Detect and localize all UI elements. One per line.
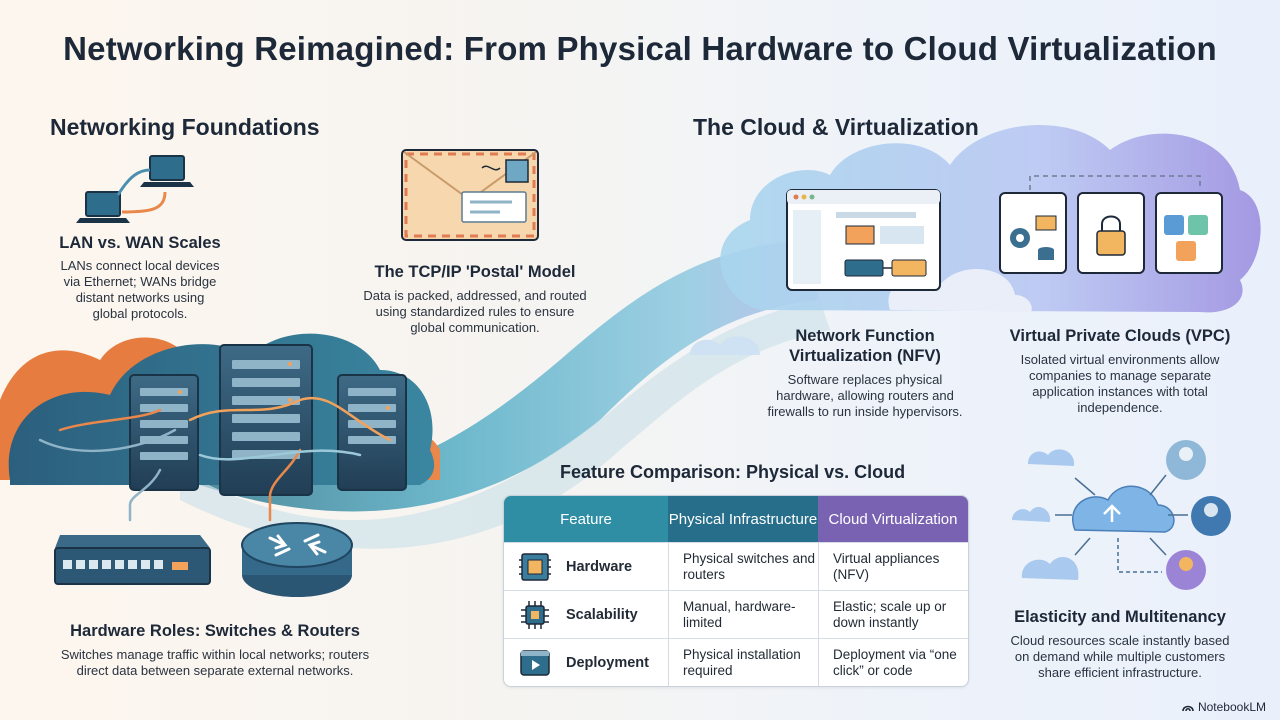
hardware-roles-title: Hardware Roles: Switches & Routers (70, 622, 360, 640)
row-cloud: Deployment via “one click” or code (818, 639, 968, 686)
network-switch-graphic (54, 535, 211, 585)
router-graphic (241, 522, 353, 597)
header-feature: Feature (504, 496, 668, 542)
elasticity-title: Elasticity and Multitenancy (1014, 608, 1226, 626)
brand-label: NotebookLM (1197, 700, 1266, 714)
notebooklm-logo-icon (1182, 705, 1194, 712)
row-physical: Physical installation required (668, 639, 818, 686)
nfv-window-graphic (786, 189, 941, 291)
vpc-description: Isolated virtual environments allow comp… (1020, 352, 1220, 415)
vpc-title: Virtual Private Clouds (VPC) (1009, 327, 1231, 345)
nfv-title: Network Function Virtualization (NFV) (789, 327, 941, 365)
play-screen-icon (520, 650, 550, 676)
circuit-board-icon (519, 553, 551, 581)
row-cloud: Elastic; scale up or down instantly (818, 591, 968, 639)
row-cloud: Virtual appliances (NFV) (818, 543, 968, 591)
row-feature: Deployment (566, 655, 649, 671)
brand-watermark: NotebookLM (1182, 700, 1266, 714)
lan-wan-description: LANs connect local devices via Ethernet;… (60, 258, 220, 321)
table-row: Deployment Physical installation require… (504, 638, 968, 686)
tcpip-description: Data is packed, addressed, and routed us… (363, 288, 587, 335)
comparison-title: Feature Comparison: Physical vs. Cloud (560, 462, 906, 482)
elasticity-description: Cloud resources scale instantly based on… (1010, 633, 1230, 680)
page-title: Networking Reimagined: From Physical Har… (63, 30, 1217, 67)
cloud-virtualization-heading: The Cloud & Virtualization (693, 114, 979, 140)
table-row: Hardware Physical switches and routers V… (504, 542, 968, 591)
row-physical: Physical switches and routers (668, 543, 818, 591)
tcpip-title: The TCP/IP 'Postal' Model (374, 263, 576, 281)
header-physical: Physical Infrastructure (668, 496, 818, 542)
envelope-graphic (401, 149, 539, 241)
elasticity-graphic (1012, 440, 1231, 590)
laptops-graphic (76, 155, 194, 223)
lan-wan-title: LAN vs. WAN Scales (59, 234, 221, 252)
hardware-roles-description: Switches manage traffic within local net… (60, 647, 370, 678)
comparison-table: Feature Physical Infrastructure Cloud Vi… (503, 495, 969, 687)
vpc-boxes-graphic (999, 175, 1223, 274)
row-physical: Manual, hardware-limited (668, 591, 818, 639)
table-row: Scalability Manual, hardware-limited Ela… (504, 590, 968, 639)
header-cloud: Cloud Virtualization (818, 496, 968, 542)
nfv-description: Software replaces physical hardware, all… (767, 372, 963, 419)
chip-icon (521, 601, 549, 629)
table-header-row: Feature Physical Infrastructure Cloud Vi… (504, 496, 968, 542)
row-feature: Hardware (566, 559, 633, 575)
row-feature: Scalability (566, 607, 638, 623)
networking-foundations-heading: Networking Foundations (50, 114, 320, 140)
